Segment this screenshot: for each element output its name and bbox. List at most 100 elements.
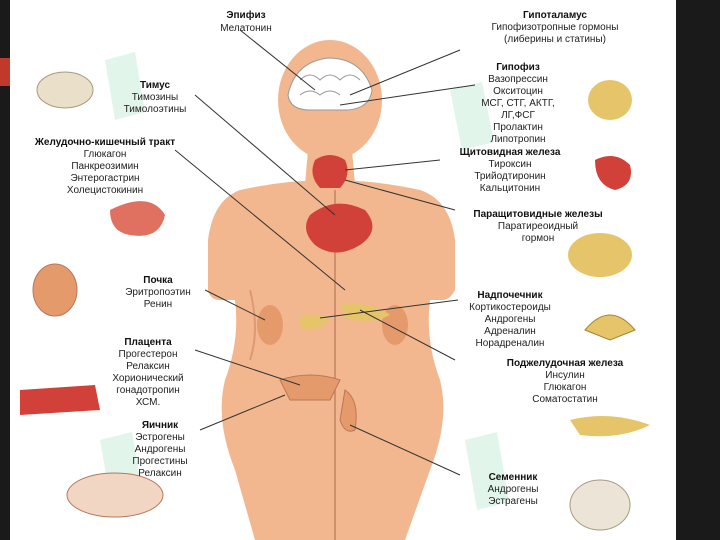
label-kidney: Почка Эритропоэтин Ренин (125, 275, 191, 310)
kidney-right-in-body (382, 305, 408, 345)
pancreas-title: Поджелудочная железа (507, 358, 624, 369)
hypothalamus-title: Гипоталамус (523, 10, 587, 21)
line-hypothalamus (349, 49, 461, 96)
line-gi-tract (174, 149, 346, 291)
pituitary-line-3: ЛГ,ФСГ (501, 110, 535, 121)
torso (208, 180, 455, 540)
label-adrenal: Надпочечник Кортикостероиды Андрогены Ад… (469, 290, 551, 349)
kidney-line-1: Ренин (144, 299, 172, 310)
hypothalamus-line-0: Гипофизотропные гормоны (492, 21, 619, 33)
line-thyroid (344, 159, 441, 171)
parathyroid-title: Паращитовидные железы (473, 209, 602, 220)
ovary-line-3: Релаксин (138, 468, 181, 479)
label-parathyroid: Паращитовидные железы Паратиреоидный гор… (473, 209, 602, 244)
label-thymus: Тимус Тимозины Тимолоэтины (124, 80, 187, 115)
heart (306, 203, 373, 253)
kidney-left-in-body (257, 305, 283, 345)
line-placenta (194, 349, 301, 386)
adrenal-image (584, 314, 636, 341)
brain-folds (299, 74, 361, 96)
right-dark-strip (676, 0, 720, 540)
pituitary-title: Гипофиз (496, 61, 540, 73)
label-epiphysis: Эпифиз Мелатонин (220, 9, 272, 34)
placenta-title: Плацента (124, 337, 172, 348)
ovary-line-1: Андрогены (135, 444, 186, 455)
adrenal-line-1: Андрогены (485, 314, 536, 325)
torso-shadow (249, 289, 256, 361)
adrenal-line-0: Кортикостероиды (469, 302, 551, 313)
pancreas-line-1: Глюкагон (544, 382, 587, 393)
brain (287, 57, 373, 111)
pituitary-line-5: Липотропин (490, 134, 545, 145)
watermark-mark-2 (450, 82, 494, 150)
adrenal-line-2: Адреналин (484, 326, 536, 337)
gi-tract-line-2: Энтерогастрин (70, 173, 139, 184)
ovary-line-0: Эстрогены (135, 432, 185, 443)
pancreas-image (570, 416, 650, 437)
placenta-line-1: Релаксин (126, 361, 169, 372)
watermark-mark-4 (465, 432, 509, 510)
thyroid-image (595, 156, 631, 190)
hypothalamus-line-1: (либерины и статины) (504, 33, 606, 45)
pituitary-image (588, 80, 632, 120)
gi-tract-line-1: Панкреозимин (71, 161, 138, 172)
pituitary-line-2: МСГ, СТГ, АКТГ, (481, 98, 555, 109)
kidney-line-0: Эритропоэтин (125, 287, 191, 298)
label-pituitary: Гипофиз Вазопрессин Окситоцин МСГ, СТГ, … (481, 61, 555, 145)
kidney-image (32, 263, 78, 317)
ovary-image (66, 472, 164, 518)
label-thyroid: Щитовидная железа Тироксин Трийодтиронин… (460, 147, 561, 194)
ovary-line-2: Прогестины (132, 456, 187, 467)
testis-line-1: Эстрагены (488, 496, 538, 507)
testis-line-0: Андрогены (488, 484, 539, 495)
epiphysis-line-0: Мелатонин (220, 23, 272, 34)
thyroid-line-1: Трийодтиронин (474, 171, 545, 182)
endocrine-diagram: Эпифиз Мелатонин Гипоталамус Гипофизотро… (20, 9, 650, 540)
epiphysis-title: Эпифиз (226, 9, 265, 21)
gi-tract-line-0: Глюкагон (84, 149, 127, 160)
label-placenta: Плацента Прогестерон Релаксин Хорионичес… (112, 337, 183, 408)
gi-tract-image (110, 201, 165, 236)
label-hypothalamus: Гипоталамус Гипофизотропные гормоны (либ… (492, 10, 619, 45)
thymus-title: Тимус (140, 80, 170, 91)
testis-title: Семенник (489, 472, 539, 483)
placenta-line-3: гонадотропин (116, 385, 179, 396)
kidney-title: Почка (143, 275, 173, 286)
line-parathyroid (344, 179, 456, 211)
ovary-title: Яичник (142, 420, 179, 431)
organ-illustrations (20, 71, 650, 531)
parathyroid-line-1: гормон (522, 233, 555, 244)
thyroid-line-0: Тироксин (489, 159, 532, 170)
label-testis: Семенник Андрогены Эстрагены (488, 472, 539, 507)
pituitary-line-1: Окситоцин (493, 86, 543, 97)
testis-in-body (339, 389, 357, 432)
line-testis (349, 424, 461, 476)
line-pituitary (339, 84, 476, 106)
pituitary-line-4: Пролактин (493, 122, 543, 133)
placenta-image (20, 385, 100, 415)
label-gi-tract: Желудочно-кишечный тракт Глюкагон Панкре… (34, 137, 175, 196)
line-thymus (194, 94, 336, 216)
slide-panel: Эпифиз Мелатонин Гипоталамус Гипофизотро… (10, 0, 676, 540)
adrenal-title: Надпочечник (477, 290, 543, 301)
thyroid-in-body (312, 155, 348, 188)
label-ovary: Яичник Эстрогены Андрогены Прогестины Ре… (132, 420, 187, 479)
placenta-line-0: Прогестерон (119, 349, 178, 360)
thymus-line-1: Тимолоэтины (124, 104, 187, 115)
gi-tract-line-3: Холецистокинин (67, 185, 143, 196)
line-ovary (199, 394, 286, 431)
line-kidney (204, 289, 266, 321)
thyroid-line-2: Кальцитонин (480, 183, 540, 194)
parathyroid-image (568, 233, 632, 277)
line-adrenal (319, 299, 459, 319)
parathyroid-line-0: Паратиреоидный (498, 221, 578, 232)
uterus-in-body (279, 374, 341, 401)
label-pancreas: Поджелудочная железа Инсулин Глюкагон Со… (507, 358, 624, 405)
pancreas-line-0: Инсулин (545, 370, 584, 381)
watermark-mark-1 (105, 52, 145, 120)
thyroid-title: Щитовидная железа (460, 147, 561, 158)
thymus-image (36, 71, 94, 109)
pancreas-line-2: Соматостатин (532, 394, 598, 405)
placenta-line-2: Хорионический (112, 373, 183, 384)
adrenal-line-3: Норадреналин (476, 338, 545, 349)
